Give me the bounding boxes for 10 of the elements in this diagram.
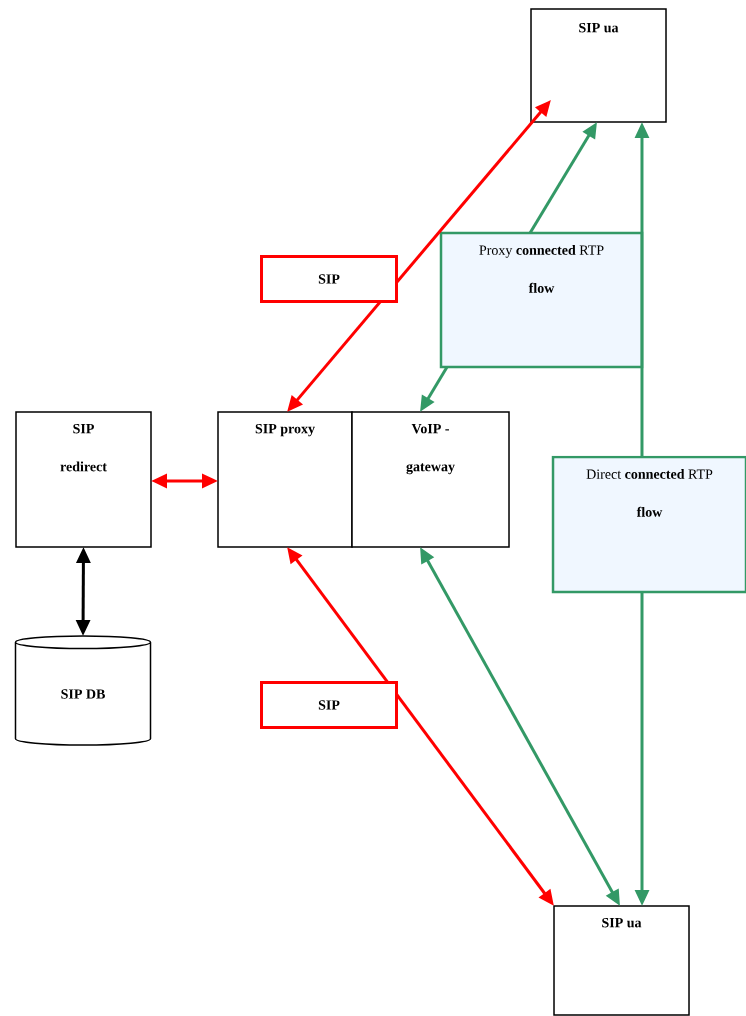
process-box: VoIP - gateway (351, 411, 510, 548)
process-box: SIP redirect (15, 411, 152, 548)
database-cylinder: SIP DB (14, 635, 152, 746)
edge-label: SIP (260, 255, 398, 303)
process-box: SIP ua (553, 905, 690, 1016)
flow-box: Proxy connected RTP flow (439, 231, 644, 369)
flow-box: Direct connected RTP flow (551, 455, 746, 594)
process-box: SIP proxy (217, 411, 353, 548)
edge-label: SIP (260, 681, 398, 729)
process-box: SIP ua (530, 8, 667, 123)
